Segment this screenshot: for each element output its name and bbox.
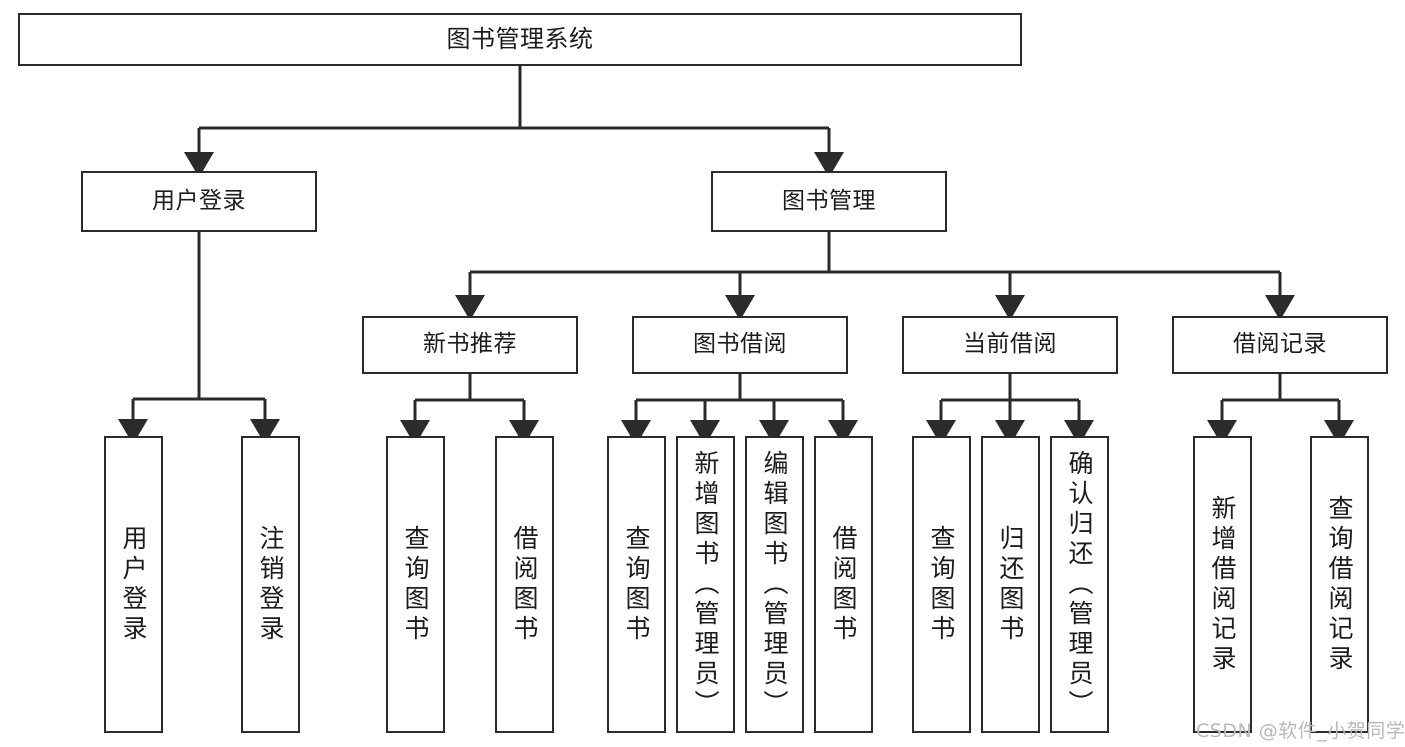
node-root-system[interactable]: 图书管理系统	[18, 13, 1022, 66]
node-label: 图书管理	[782, 187, 876, 214]
leaf-query-book-new[interactable]: 查询图书	[386, 436, 445, 733]
node-label: 编辑图书（管理员）	[760, 449, 789, 720]
node-label: 新增图书（管理员）	[691, 449, 720, 720]
leaf-add-book-admin[interactable]: 新增图书（管理员）	[676, 436, 735, 733]
node-label: 新书推荐	[423, 331, 517, 358]
leaf-borrow-book-new[interactable]: 借阅图书	[495, 436, 554, 733]
leaf-query-book-current[interactable]: 查询图书	[912, 436, 971, 733]
node-label: 查询借阅记录	[1325, 494, 1354, 675]
node-new-book-recommend[interactable]: 新书推荐	[362, 316, 578, 374]
node-label: 图书管理系统	[446, 25, 594, 54]
csdn-watermark: CSDN @软件_小贺同学	[1196, 720, 1405, 742]
leaf-query-borrow-record[interactable]: 查询借阅记录	[1310, 436, 1369, 733]
leaf-logout[interactable]: 注销登录	[241, 436, 300, 733]
node-label: 借阅记录	[1233, 331, 1327, 358]
leaf-return-book[interactable]: 归还图书	[981, 436, 1040, 733]
node-label: 注销登录	[256, 524, 285, 645]
node-label: 查询图书	[622, 524, 651, 645]
node-label: 确认归还（管理员）	[1065, 449, 1094, 720]
leaf-confirm-return-admin[interactable]: 确认归还（管理员）	[1050, 436, 1109, 733]
node-book-management[interactable]: 图书管理	[711, 171, 947, 232]
node-label: 归还图书	[996, 524, 1025, 645]
node-current-borrow[interactable]: 当前借阅	[902, 316, 1118, 374]
leaf-user-login[interactable]: 用户登录	[104, 436, 163, 733]
leaf-query-book-borrow[interactable]: 查询图书	[607, 436, 666, 733]
node-label: 当前借阅	[963, 331, 1057, 358]
leaf-add-borrow-record[interactable]: 新增借阅记录	[1193, 436, 1252, 733]
node-label: 借阅图书	[510, 524, 539, 645]
leaf-borrow-book[interactable]: 借阅图书	[814, 436, 873, 733]
node-label: 用户登录	[119, 524, 148, 645]
node-label: 借阅图书	[829, 524, 858, 645]
node-borrow-record[interactable]: 借阅记录	[1172, 316, 1388, 374]
node-label: 查询图书	[401, 524, 430, 645]
node-label: 图书借阅	[693, 331, 787, 358]
node-label: 用户登录	[152, 187, 246, 214]
node-user-login[interactable]: 用户登录	[81, 171, 317, 232]
node-label: 新增借阅记录	[1208, 494, 1237, 675]
node-book-borrow[interactable]: 图书借阅	[632, 316, 848, 374]
node-label: 查询图书	[927, 524, 956, 645]
leaf-edit-book-admin[interactable]: 编辑图书（管理员）	[745, 436, 804, 733]
